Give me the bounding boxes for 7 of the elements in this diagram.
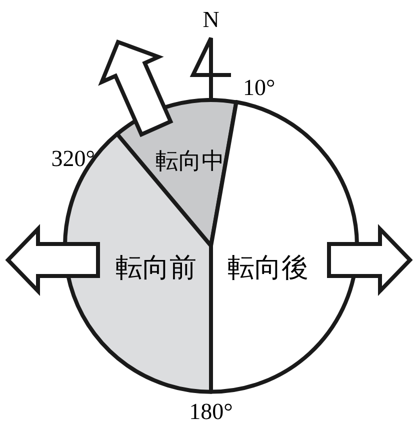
angle-label: 10° xyxy=(243,76,276,99)
compass-label: N xyxy=(202,8,220,31)
sector-label: 転向中 xyxy=(155,150,224,174)
sector-label: 転向後 xyxy=(228,254,308,282)
sector-label: 転向前 xyxy=(116,254,196,282)
angle-label: 320° xyxy=(51,147,95,170)
angle-label: 180° xyxy=(189,400,233,423)
